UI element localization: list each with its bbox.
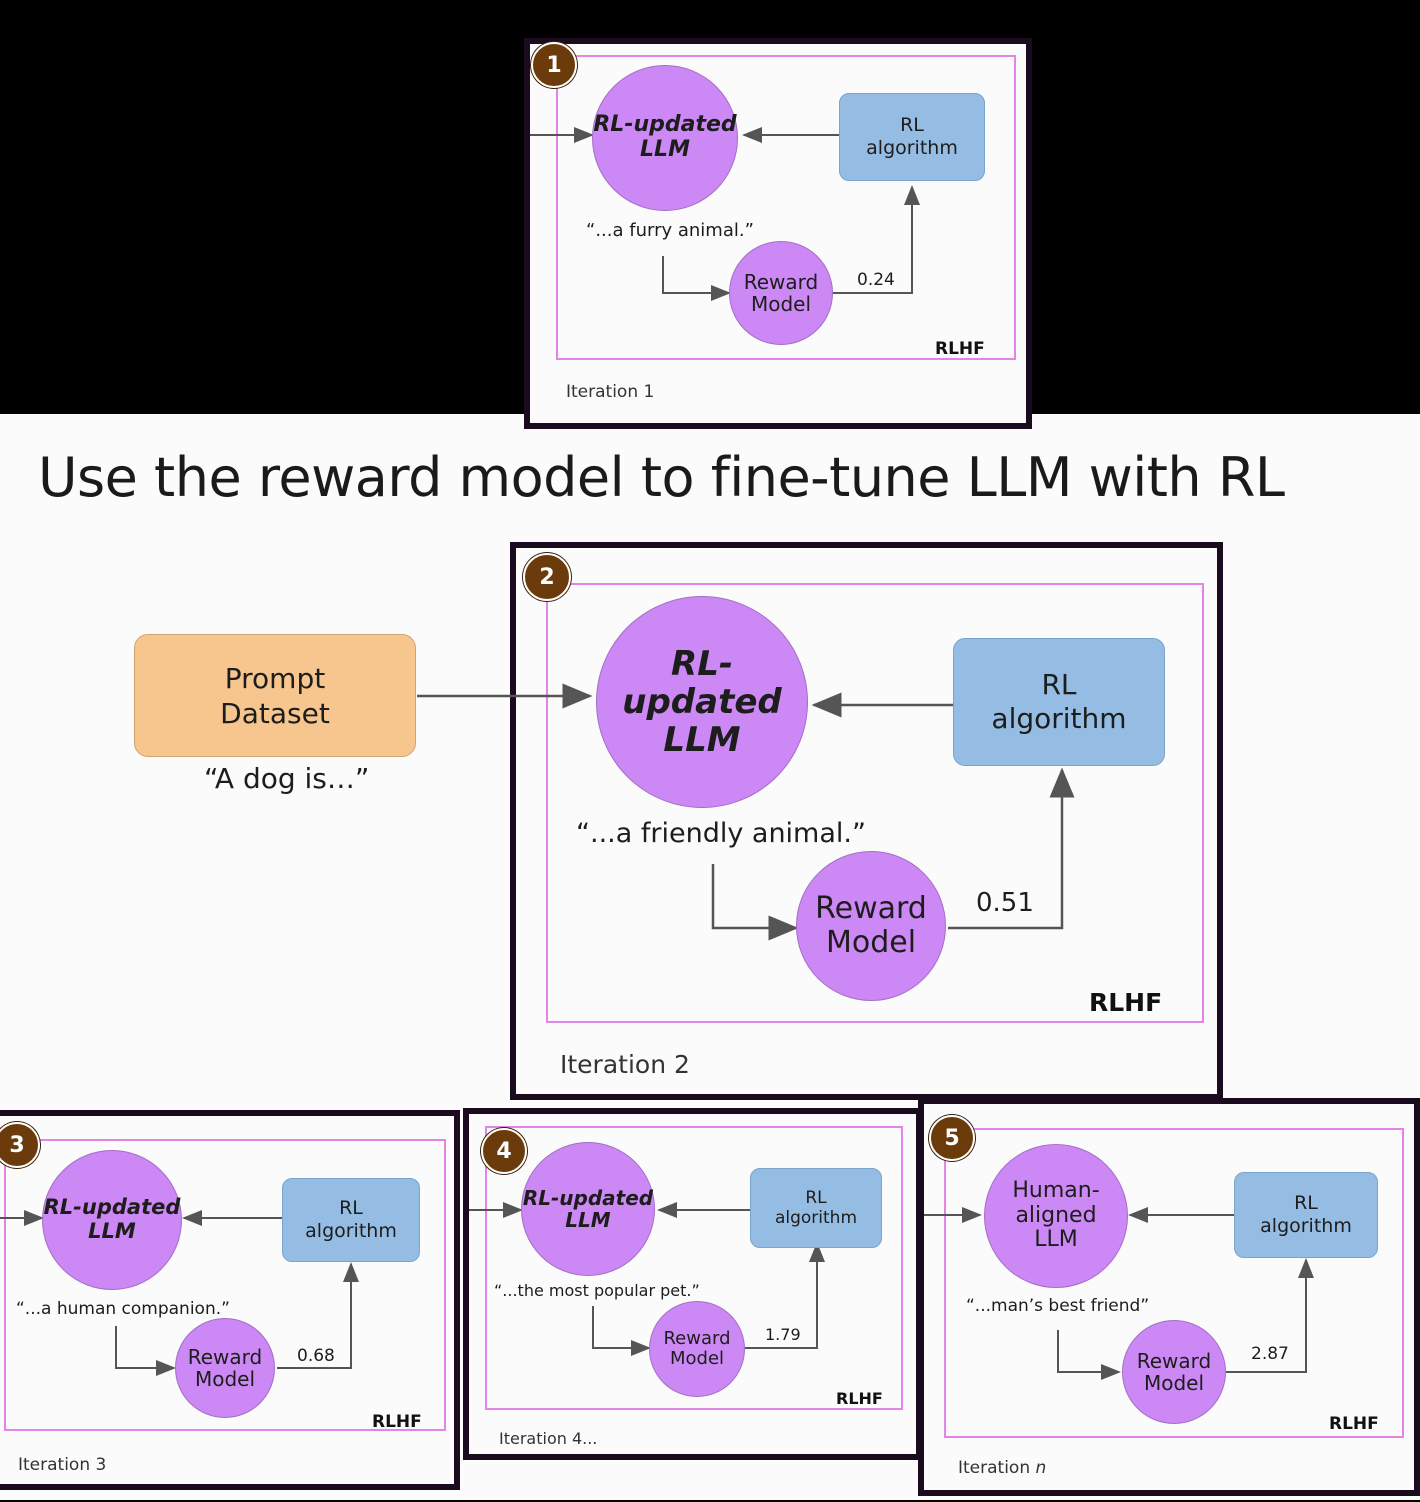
iteration-caption-prefix: Iteration [958, 1458, 1036, 1478]
rl-label-line1: RL [1294, 1192, 1318, 1215]
rl-label-line2: algorithm [1260, 1215, 1352, 1237]
reward-label-line1: Reward [815, 891, 927, 927]
reward-label-line1: Reward [1136, 1348, 1212, 1373]
rlhf-frame [944, 1128, 1404, 1438]
llm-label-line2: LLM [565, 1208, 611, 1232]
llm-label-line1: RL-updated [43, 1195, 181, 1220]
slide-title: Use the reward model to fine-tune LLM wi… [38, 446, 1285, 509]
iteration-caption: Iteration 3 [18, 1455, 107, 1475]
rl-label-line1: RL [900, 114, 924, 137]
completion-text: “...a human companion.” [16, 1299, 230, 1319]
iteration-1-badge: 1 [531, 42, 577, 88]
iteration-2-arrows [711, 692, 1075, 941]
prompt-example: “A dog is…” [204, 762, 370, 795]
rl-label-line2: algorithm [305, 1220, 397, 1242]
prompt-dataset-line1: Prompt [224, 661, 326, 695]
llm-label-line1: Human- [1012, 1178, 1100, 1204]
rl-label-line2: algorithm [866, 137, 958, 159]
rlhf-label: RLHF [372, 1412, 422, 1432]
reward-label-line2: Model [669, 1348, 725, 1369]
iteration-5-badge: 5 [929, 1115, 975, 1161]
llm-label-line1: RL-updated [522, 1185, 654, 1210]
rlhf-label: RLHF [1329, 1414, 1379, 1434]
iteration-caption: Iteration 4... [499, 1429, 598, 1448]
rl-label-line1: RL [805, 1187, 827, 1208]
rlhf-frame [556, 55, 1016, 360]
iteration-caption-variable: n [1035, 1458, 1047, 1478]
iteration-caption: Iteration n [958, 1458, 1046, 1478]
rlhf-label: RLHF [836, 1389, 883, 1408]
reward-label-line2: Model [750, 292, 812, 316]
reward-label-line2: Model [194, 1367, 256, 1391]
rlhf-frame [485, 1126, 903, 1410]
rl-label-line2: algorithm [991, 702, 1127, 735]
reward-label-line1: Reward [663, 1327, 731, 1349]
iteration-3-arrows [0, 1210, 359, 1376]
reward-score: 1.79 [765, 1325, 801, 1344]
iteration-4-badge: 4 [481, 1128, 527, 1174]
rl-label-line1: RL [339, 1197, 363, 1220]
iteration-4-arrows [469, 1202, 825, 1356]
reward-label-line1: Reward [187, 1344, 263, 1369]
completion-text: “...man’s best friend” [966, 1296, 1150, 1316]
iteration-5-arrows [924, 1207, 1314, 1380]
iteration-caption: Iteration 1 [566, 382, 655, 402]
prompt-dataset-line2: Dataset [220, 696, 330, 730]
llm-label-line1: RL-updated [593, 112, 737, 138]
reward-score: 2.87 [1251, 1344, 1289, 1364]
rlhf-frame [4, 1139, 446, 1431]
reward-score: 0.51 [976, 888, 1034, 918]
iteration-caption: Iteration 2 [560, 1050, 690, 1079]
llm-label-line2: aligned [1015, 1202, 1097, 1228]
rl-label-line1: RL [1041, 668, 1077, 702]
reward-score: 0.68 [297, 1346, 335, 1366]
llm-label-line3: LLM [1034, 1227, 1078, 1253]
llm-label-line1: RL-updated [622, 643, 782, 722]
rlhf-label: RLHF [935, 339, 985, 359]
reward-score: 0.24 [857, 270, 895, 290]
completion-text: “...a furry animal.” [586, 220, 754, 241]
reward-label-line2: Model [825, 925, 917, 960]
rlhf-label: RLHF [1089, 988, 1163, 1017]
reward-label-line2: Model [1143, 1371, 1205, 1395]
iteration-3-badge: 3 [0, 1122, 40, 1168]
reward-label-line1: Reward [743, 269, 819, 294]
completion-text: “...a friendly animal.” [576, 818, 866, 849]
iteration-2-badge: 2 [523, 553, 571, 601]
iteration-1-arrows [530, 127, 920, 301]
llm-label-line2: LLM [640, 137, 690, 162]
rlhf-frame [546, 583, 1204, 1023]
llm-label-line2: LLM [88, 1219, 136, 1243]
llm-label-line2: LLM [663, 720, 741, 761]
completion-text: “...the most popular pet.” [494, 1281, 700, 1300]
rl-label-line2: algorithm [774, 1208, 858, 1228]
